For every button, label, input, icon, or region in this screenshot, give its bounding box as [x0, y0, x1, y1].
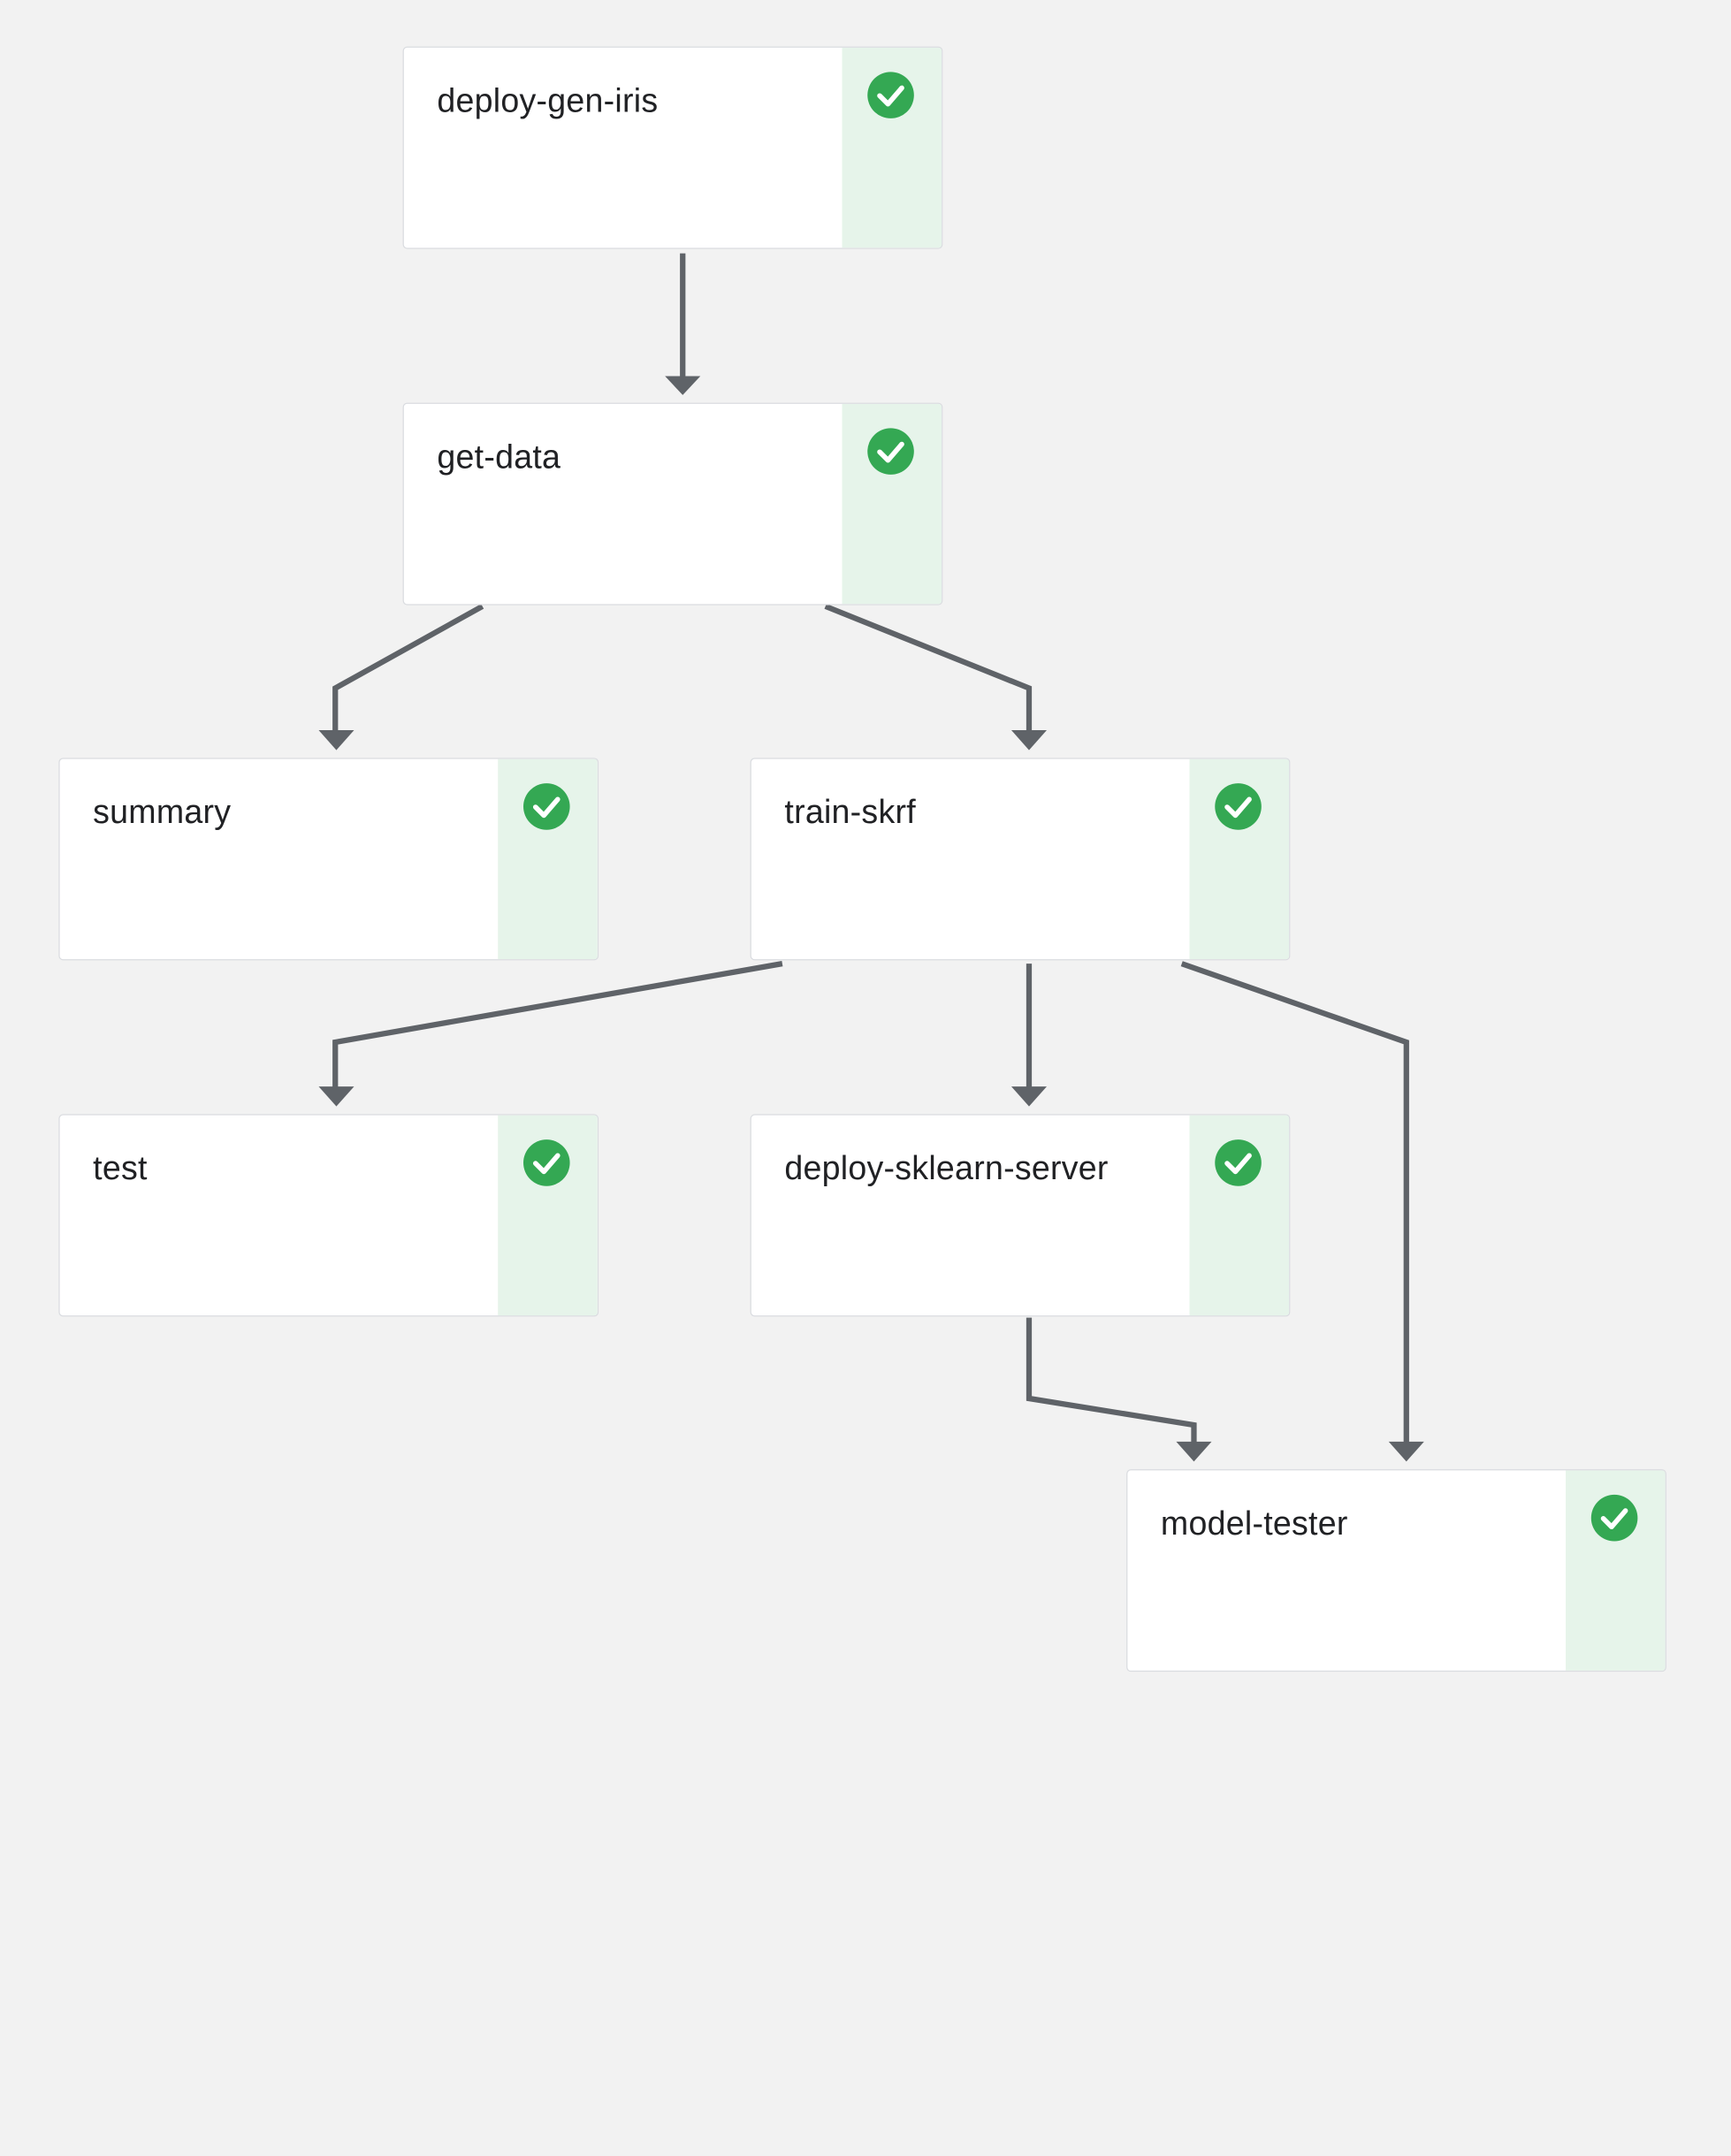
edge-deploy-gen-iris-to-get-data: [665, 253, 701, 395]
node-train-skrf[interactable]: train-skrf: [750, 758, 1291, 961]
check-circle-icon: [523, 1139, 570, 1186]
check-circle-icon: [867, 428, 914, 475]
node-test[interactable]: test: [58, 1114, 599, 1317]
status-panel: [1189, 1115, 1290, 1316]
edge-get-data-to-summary: [318, 604, 484, 750]
edge-train-skrf-to-deploy-sklearn-server: [1010, 964, 1048, 1107]
check-circle-icon: [867, 72, 914, 118]
edge-train-skrf-to-test: [318, 961, 783, 1107]
node-label: train-skrf: [784, 794, 916, 831]
edge-deploy-sklearn-server-to-model-tester: [1026, 1317, 1212, 1462]
edge-get-data-to-train-skrf: [824, 603, 1048, 750]
node-get-data[interactable]: get-data: [402, 402, 943, 606]
status-panel: [1189, 758, 1290, 960]
node-label: deploy-sklearn-server: [784, 1150, 1109, 1187]
node-deploy-sklearn-server[interactable]: deploy-sklearn-server: [750, 1114, 1291, 1317]
check-circle-icon: [1590, 1494, 1638, 1542]
edge-train-skrf-to-model-tester: [1180, 961, 1424, 1462]
node-deploy-gen-iris[interactable]: deploy-gen-iris: [402, 46, 943, 249]
status-panel: [842, 403, 942, 605]
check-circle-icon: [1215, 783, 1262, 830]
node-summary[interactable]: summary: [58, 758, 599, 961]
status-panel: [498, 1115, 598, 1316]
node-label: get-data: [437, 438, 561, 476]
node-label: test: [93, 1150, 148, 1187]
status-panel: [498, 758, 598, 960]
status-panel: [842, 47, 942, 248]
node-label: model-tester: [1160, 1505, 1348, 1543]
edges-layer: [318, 253, 1424, 1462]
node-label: deploy-gen-iris: [437, 82, 659, 120]
check-circle-icon: [523, 783, 570, 830]
node-model-tester[interactable]: model-tester: [1126, 1469, 1666, 1672]
node-label: summary: [93, 794, 232, 831]
status-panel: [1566, 1470, 1666, 1671]
check-circle-icon: [1215, 1139, 1262, 1186]
